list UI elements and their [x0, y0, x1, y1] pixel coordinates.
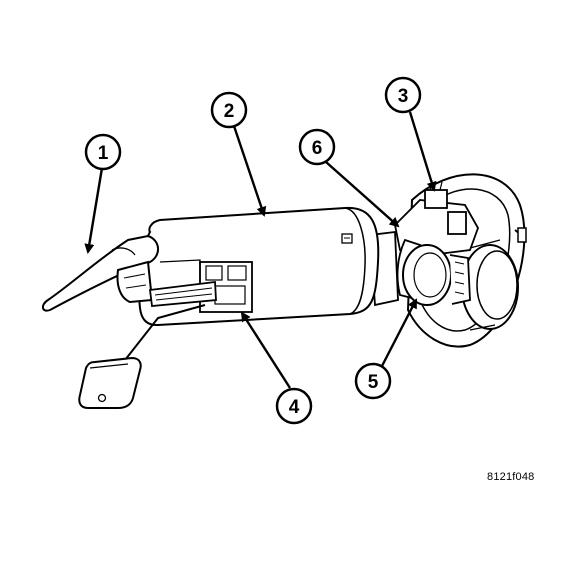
reservoir-canister — [138, 206, 380, 327]
callout-2-label: 2 — [224, 101, 235, 122]
leader-5 — [380, 298, 418, 367]
pump-module-connector — [369, 179, 479, 307]
callout-1: 1 — [84, 133, 122, 171]
figure-id: 8121f048 — [487, 471, 535, 483]
callout-3: 3 — [384, 76, 422, 114]
float-arm — [124, 304, 206, 361]
leader-3 — [408, 111, 437, 192]
callout-5: 5 — [354, 362, 392, 400]
callout-5-label: 5 — [368, 372, 379, 393]
leader-6 — [325, 161, 400, 228]
callout-4-label: 4 — [289, 397, 300, 418]
leader-1 — [84, 167, 104, 254]
leader-2 — [232, 125, 267, 217]
callout-3-label: 3 — [398, 86, 409, 107]
fuel-filter-sock — [42, 234, 159, 312]
callout-1-label: 1 — [98, 143, 109, 164]
leader-4 — [240, 311, 292, 389]
fuel-float — [78, 356, 142, 409]
callout-6-label: 6 — [312, 138, 323, 159]
callout-4: 4 — [275, 387, 313, 425]
leader-lines — [84, 111, 437, 389]
callout-2: 2 — [210, 91, 248, 129]
fuel-level-sender — [148, 259, 253, 313]
callout-6: 6 — [298, 128, 336, 166]
